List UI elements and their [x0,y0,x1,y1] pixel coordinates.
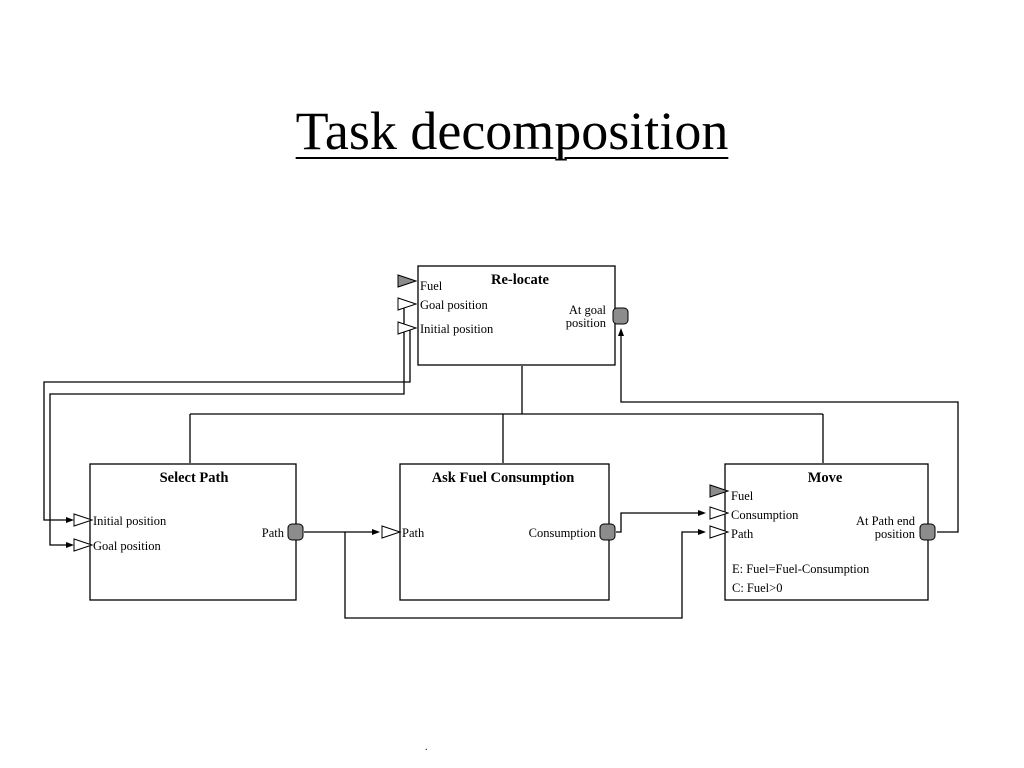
input-label: Fuel [420,279,443,293]
task-title: Move [808,470,843,486]
output-port-icon [599,523,616,541]
output-port-icon [287,523,304,541]
task-box [399,463,610,601]
arrowhead-ask-fuel-path [372,529,380,535]
wire-at-goal-feedback [620,332,959,533]
task-box [89,463,297,601]
input-port-icon [73,538,94,552]
task-box [417,265,616,366]
condition-note: C: Fuel>0 [732,581,782,595]
input-port-filled-icon [709,484,730,498]
task-box [724,463,929,601]
input-label: Path [731,527,754,541]
input-port-icon [397,297,418,311]
input-label: Initial position [93,514,167,528]
task-title: Re-locate [491,272,550,288]
input-port-icon [709,525,730,539]
input-label: Initial position [420,322,494,336]
input-port-filled-icon [397,274,418,288]
arrowhead-move-path [698,529,706,535]
task-select-path[interactable]: Select Path Initial position Goal positi… [73,463,304,601]
arrowhead-move-consumption [698,510,706,516]
input-label: Path [402,526,425,540]
output-port-icon [612,307,629,325]
task-move[interactable]: Move Fuel Consumption Path At Path end p… [709,463,936,601]
output-label: Consumption [529,526,597,540]
footer-mark: . [425,742,428,753]
output-label: At Path end [856,514,916,528]
input-port-icon [381,525,402,539]
arrowhead-initial-position [66,517,74,523]
wire-consumption [616,512,704,533]
output-label: position [566,316,607,330]
output-label: At goal [569,303,607,317]
arrow-heads [66,328,706,548]
input-port-icon [73,513,94,527]
wire-path-to-move [344,531,704,619]
input-port-icon [709,506,730,520]
input-label: Consumption [731,508,799,522]
input-port-icon [397,321,418,335]
output-label: position [875,527,916,541]
arrowhead-goal-position [66,542,74,548]
input-label: Goal position [93,539,161,553]
effect-note: E: Fuel=Fuel-Consumption [732,562,870,576]
task-title: Select Path [160,470,229,486]
connectors [43,305,959,619]
slide-title: Task decomposition [295,101,729,161]
output-port-icon [919,523,936,541]
output-label: Path [262,526,285,540]
arrowhead-at-goal [618,328,624,336]
input-label: Fuel [731,489,754,503]
task-ask-fuel-consumption[interactable]: Ask Fuel Consumption Path Consumption [381,463,616,601]
task-relocate[interactable]: Re-locate Fuel Goal position Initial pos… [397,265,629,366]
task-title: Ask Fuel Consumption [432,470,575,486]
input-label: Goal position [420,298,488,312]
